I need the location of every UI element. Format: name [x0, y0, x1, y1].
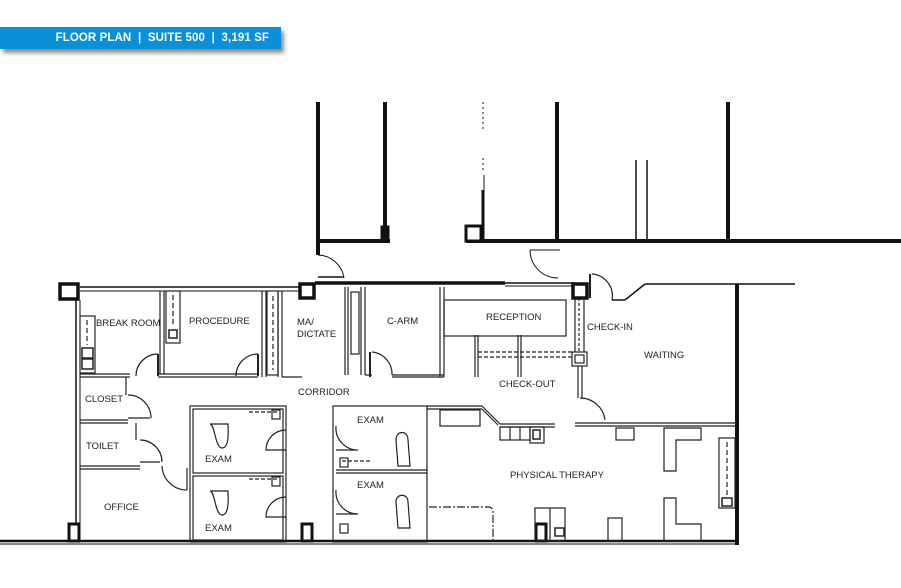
- label-corridor: CORRIDOR: [298, 387, 350, 398]
- label-ma-dictate-2: DICTATE: [297, 329, 336, 340]
- label-waiting: WAITING: [644, 350, 684, 361]
- interior-walls: [79, 273, 737, 543]
- label-physical-therapy: PHYSICAL THERAPY: [510, 470, 605, 481]
- label-check-out: CHECK-OUT: [499, 379, 556, 390]
- banner-separator-1: |: [137, 32, 142, 44]
- label-reception: RECEPTION: [486, 312, 542, 323]
- label-toilet: TOILET: [86, 441, 119, 452]
- label-exam-4: EXAM: [357, 480, 384, 491]
- label-exam-2: EXAM: [205, 523, 232, 534]
- label-ma-dictate-1: MA/: [297, 317, 314, 328]
- banner-separator-2: |: [211, 32, 215, 44]
- label-check-in: CHECK-IN: [587, 322, 633, 333]
- label-procedure: PROCEDURE: [189, 316, 250, 327]
- upper-shell-walls: [316, 102, 901, 279]
- floor-plan-banner: FLOOR PLAN | SUITE 500 | 3,191 SF: [0, 27, 281, 49]
- label-exam-3: EXAM: [357, 415, 384, 426]
- banner-suite: SUITE 500: [147, 32, 206, 44]
- banner-title: FLOOR PLAN: [55, 32, 132, 44]
- room-labels: BREAK ROOM PROCEDURE MA/ DICTATE C-ARM R…: [85, 312, 684, 534]
- label-c-arm: C-ARM: [387, 316, 418, 327]
- label-closet: CLOSET: [85, 394, 123, 405]
- label-exam-1: EXAM: [205, 454, 232, 465]
- banner-area: 3,191 SF: [221, 32, 269, 44]
- label-office: OFFICE: [104, 502, 139, 513]
- label-break-room: BREAK ROOM: [96, 318, 160, 329]
